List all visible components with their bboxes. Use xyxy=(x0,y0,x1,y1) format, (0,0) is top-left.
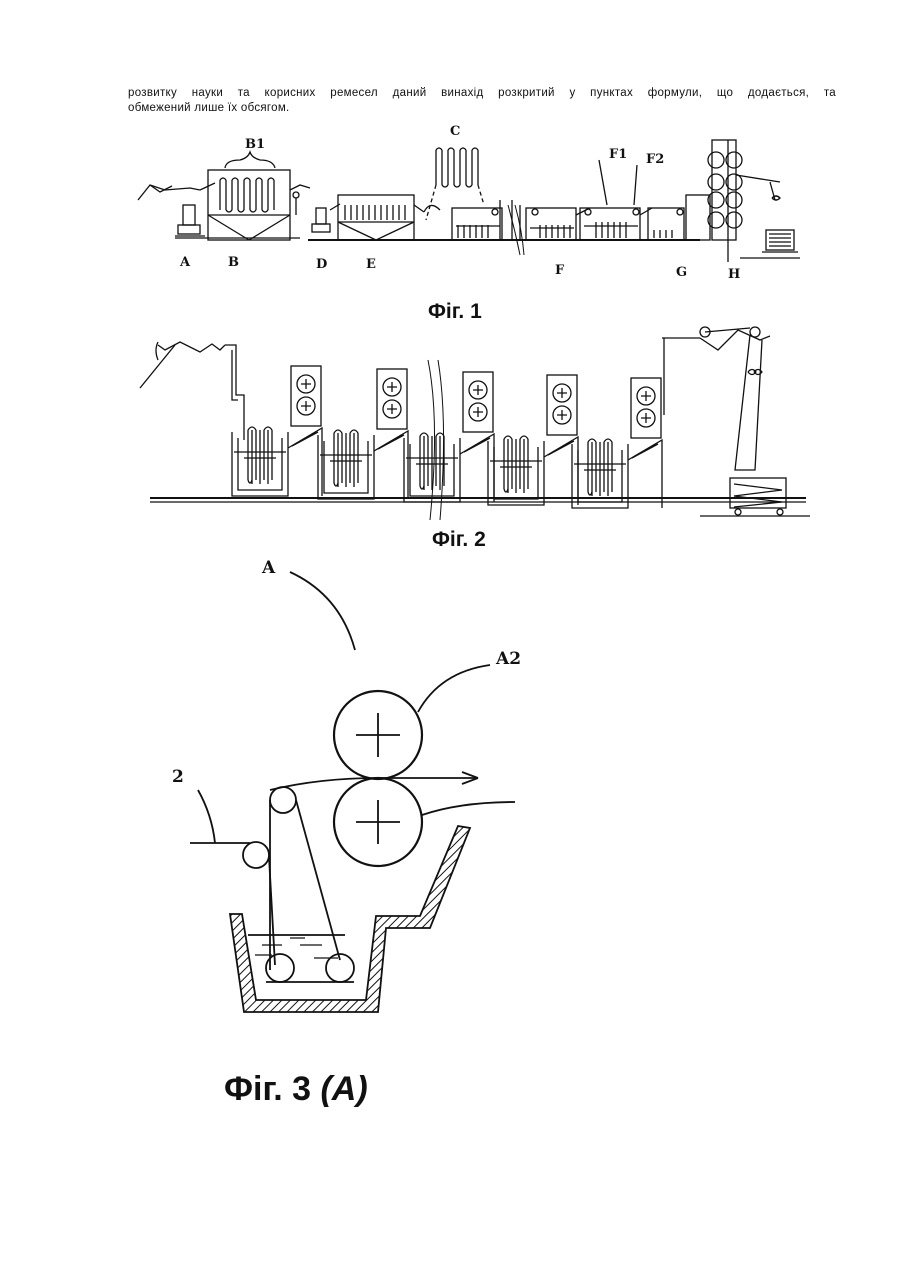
figure-3-caption-main: Фіг. 3 xyxy=(224,1070,320,1108)
figure-3-caption-paren: (A) xyxy=(320,1070,367,1108)
label-2: 2 xyxy=(172,767,184,787)
label-A2: A2 xyxy=(495,649,521,669)
figure-3-caption: Фіг. 3 (A) xyxy=(224,1070,368,1108)
label-A: A xyxy=(261,558,276,578)
